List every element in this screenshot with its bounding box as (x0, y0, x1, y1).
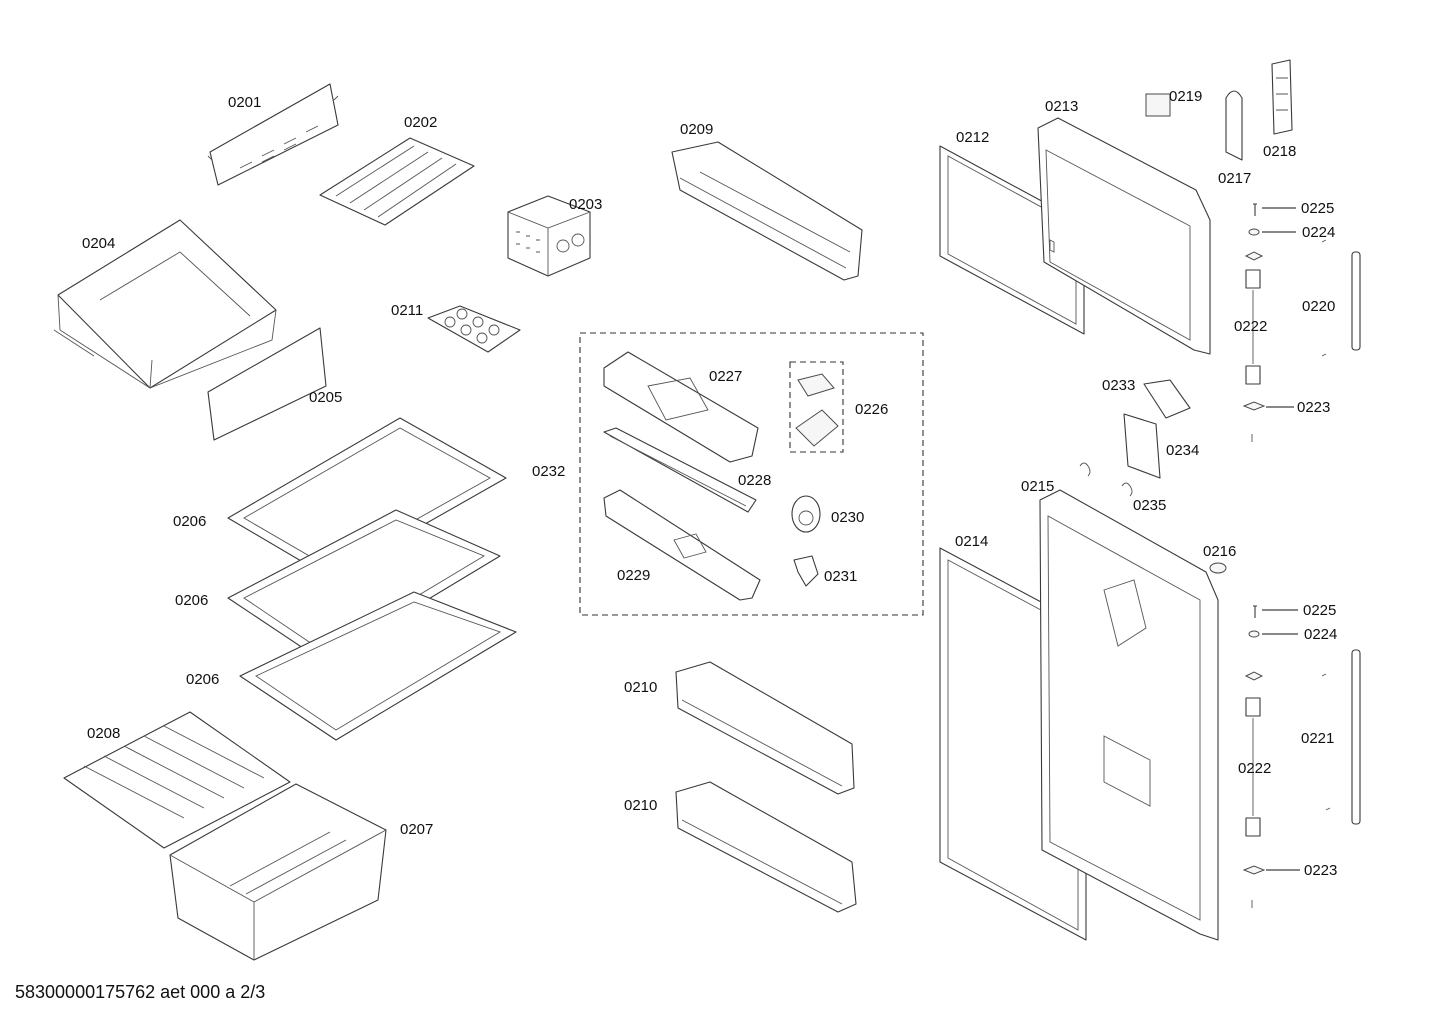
part-0218-hinge (1271, 59, 1293, 135)
callout-0229: 0229 (617, 567, 650, 584)
part-0207-crisper-drawer (169, 783, 387, 961)
callout-0206-bottom: 0206 (186, 671, 219, 688)
part-0220-rod (1351, 251, 1361, 351)
callout-0218: 0218 (1263, 143, 1296, 160)
callout-0211: 0211 (391, 302, 423, 319)
callout-0228: 0228 (738, 472, 771, 489)
callout-0207: 0207 (400, 821, 433, 838)
part-0210-door-bin-lower (675, 781, 857, 913)
callout-0208: 0208 (87, 725, 120, 742)
callout-0203: 0203 (569, 196, 602, 213)
callout-0222-upper: 0222 (1234, 318, 1267, 335)
part-0204-drawer (53, 219, 277, 389)
callout-0210-lower: 0210 (624, 797, 657, 814)
callout-0225-lower: 0225 (1303, 602, 1336, 619)
part-0229-dispenser-tray (603, 489, 761, 601)
part-0210-door-bin-upper (675, 661, 855, 795)
callout-0210-upper: 0210 (624, 679, 657, 696)
callout-0215: 0215 (1021, 478, 1054, 495)
part-0209-door-bin (671, 141, 863, 281)
callout-0224-upper: 0224 (1302, 224, 1335, 241)
callout-0234: 0234 (1166, 442, 1199, 459)
document-id: 58300000175762 aet 000 a 2/3 (15, 982, 265, 1002)
part-0227-dispenser-cover (603, 351, 759, 463)
part-0212-freezer-door-liner (939, 145, 1085, 335)
callout-0205: 0205 (309, 389, 342, 406)
callout-0204: 0204 (82, 235, 115, 252)
callout-0233: 0233 (1102, 377, 1135, 394)
callout-0206-top: 0206 (173, 513, 206, 530)
callout-0226: 0226 (855, 401, 888, 418)
callout-0232: 0232 (532, 463, 565, 480)
callout-0223-lower: 0223 (1304, 862, 1337, 879)
part-0216-cap (1209, 562, 1227, 574)
callout-0209: 0209 (680, 121, 713, 138)
part-0231-connector (793, 555, 819, 587)
part-0206-glass-shelf-top (227, 417, 507, 579)
part-0226-clip-bottom (795, 409, 839, 447)
part-0203-block (507, 195, 591, 277)
callout-0206-middle: 0206 (175, 592, 208, 609)
part-0206-glass-shelf-middle (227, 509, 501, 663)
part-0217-hinge-cover (1225, 90, 1243, 161)
leader-lines (1262, 207, 1300, 871)
part-0233-bracket (1143, 379, 1191, 419)
callout-0235: 0235 (1133, 497, 1166, 514)
part-0228-gasket (603, 427, 757, 513)
callout-0216: 0216 (1203, 543, 1236, 560)
part-0226-clip-top (797, 373, 835, 397)
part-0211-egg-tray (427, 305, 521, 353)
part-0206-glass-shelf-bottom (239, 591, 517, 741)
part-0205-front-panel (207, 327, 327, 441)
callout-0231: 0231 (824, 568, 857, 585)
hardware-stack-upper (1242, 203, 1327, 442)
part-0215-fridge-door (1039, 489, 1219, 941)
part-0235-springs (1079, 462, 1133, 497)
callout-0224-lower: 0224 (1304, 626, 1337, 643)
callout-0225-upper: 0225 (1301, 200, 1334, 217)
callout-0212: 0212 (956, 129, 989, 146)
group-box-0232 (579, 332, 924, 616)
group-box-0226 (789, 361, 844, 453)
part-0230-valve (791, 495, 821, 533)
callout-0202: 0202 (404, 114, 437, 131)
hardware-stack-lower (1242, 605, 1331, 908)
callout-0217: 0217 (1218, 170, 1251, 187)
part-0213-freezer-door (1037, 117, 1211, 355)
callout-0219: 0219 (1169, 88, 1202, 105)
callout-0213: 0213 (1045, 98, 1078, 115)
callout-0220: 0220 (1302, 298, 1335, 315)
part-0221-rod (1351, 649, 1361, 825)
callout-0201: 0201 (228, 94, 261, 111)
callout-0214: 0214 (955, 533, 988, 550)
callout-0222-lower: 0222 (1238, 760, 1271, 777)
callout-0227: 0227 (709, 368, 742, 385)
callout-0223-upper: 0223 (1297, 399, 1330, 416)
part-0201-back-panel (207, 83, 339, 186)
part-0208-crisper-cover (63, 711, 291, 849)
callout-0221: 0221 (1301, 730, 1334, 747)
part-0234-duct (1123, 413, 1161, 479)
part-0202-grille (319, 137, 475, 226)
part-0219-label (1145, 93, 1171, 117)
callout-0230: 0230 (831, 509, 864, 526)
